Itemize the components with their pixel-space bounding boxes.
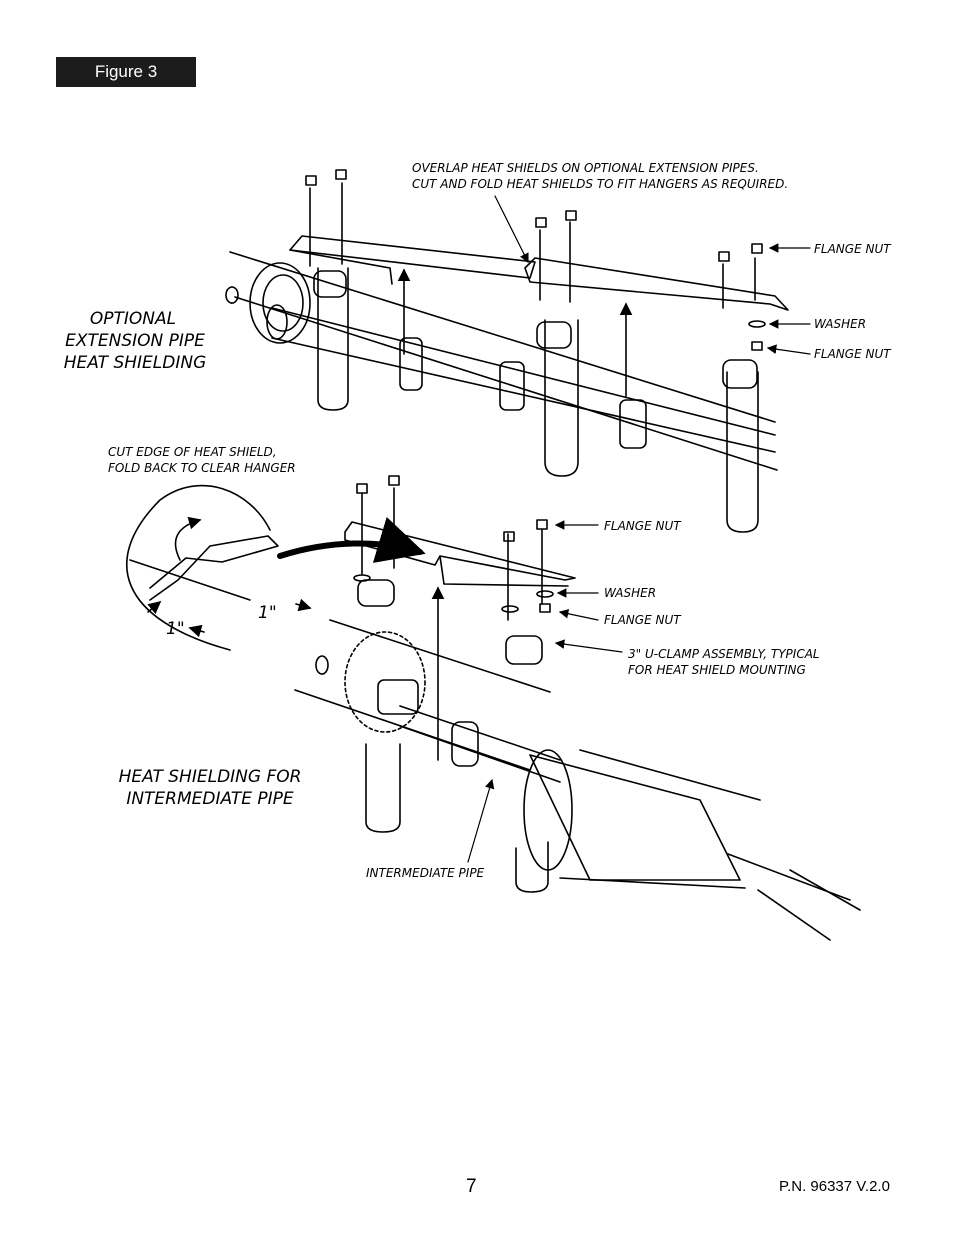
label-overlap-line2: CUT AND FOLD HEAT SHIELDS TO FIT HANGERS… xyxy=(412,177,788,191)
label-overlap-line1: OVERLAP HEAT SHIELDS ON OPTIONAL EXTENSI… xyxy=(412,161,759,175)
muffler xyxy=(523,749,761,889)
upper-pipe-clamps xyxy=(399,337,647,449)
label-one-inch-left: 1" xyxy=(166,619,185,639)
label-optional-line2: EXTENSION PIPE xyxy=(65,331,205,351)
label-flange-nut-lower-bottom: FLANGE NUT xyxy=(604,613,682,627)
upper-hanger-2 xyxy=(536,221,579,477)
upper-extension-pipe xyxy=(266,304,776,453)
upper-fasteners xyxy=(305,169,766,351)
lower-frame-rail xyxy=(294,619,551,771)
label-flange-nut-upper-top: FLANGE NUT xyxy=(814,242,892,256)
lower-pipe-flange xyxy=(315,631,426,733)
figure-tag: Figure 3 xyxy=(56,57,196,87)
label-intermediate-line2: INTERMEDIATE PIPE xyxy=(126,789,294,809)
upper-pipe-flange xyxy=(225,262,311,344)
label-cut-edge-line1: CUT EDGE OF HEAT SHIELD, xyxy=(108,445,277,459)
label-intermediate-line1: HEAT SHIELDING FOR xyxy=(119,767,302,787)
tailpipe xyxy=(727,853,861,941)
label-cut-edge-line2: FOLD BACK TO CLEAR HANGER xyxy=(108,461,296,475)
label-uclamp-line2: FOR HEAT SHIELD MOUNTING xyxy=(628,663,806,677)
leader-lines xyxy=(467,195,811,863)
upper-hanger-1 xyxy=(309,182,349,411)
label-washer-upper: WASHER xyxy=(814,317,866,331)
page-number: 7 xyxy=(466,1176,477,1197)
part-number: P.N. 96337 V.2.0 xyxy=(779,1178,890,1195)
label-flange-nut-upper-bottom: FLANGE NUT xyxy=(814,347,892,361)
intermediate-pipe xyxy=(399,705,561,783)
upper-frame-rail xyxy=(229,251,778,471)
detail-inset xyxy=(126,484,426,651)
upper-hanger-3 xyxy=(722,257,759,533)
label-intermediate-pipe: INTERMEDIATE PIPE xyxy=(366,866,485,880)
lower-fasteners xyxy=(353,475,554,613)
label-optional-line1: OPTIONAL xyxy=(90,309,176,329)
lower-heat-shield xyxy=(344,521,576,587)
label-uclamp-line1: 3" U-CLAMP ASSEMBLY, TYPICAL xyxy=(628,647,820,661)
label-one-inch-right: 1" xyxy=(258,603,277,623)
upper-heat-shield-2 xyxy=(524,257,789,311)
label-flange-nut-lower-top: FLANGE NUT xyxy=(604,519,682,533)
label-optional-line3: HEAT SHIELDING xyxy=(64,353,207,373)
lower-hanger-1 xyxy=(357,487,401,833)
upper-heat-shield-1 xyxy=(289,235,536,285)
upper-arrows xyxy=(397,268,633,397)
diagram-labels: OVERLAP HEAT SHIELDS ON OPTIONAL EXTENSI… xyxy=(64,161,892,880)
label-washer-lower: WASHER xyxy=(604,586,656,600)
